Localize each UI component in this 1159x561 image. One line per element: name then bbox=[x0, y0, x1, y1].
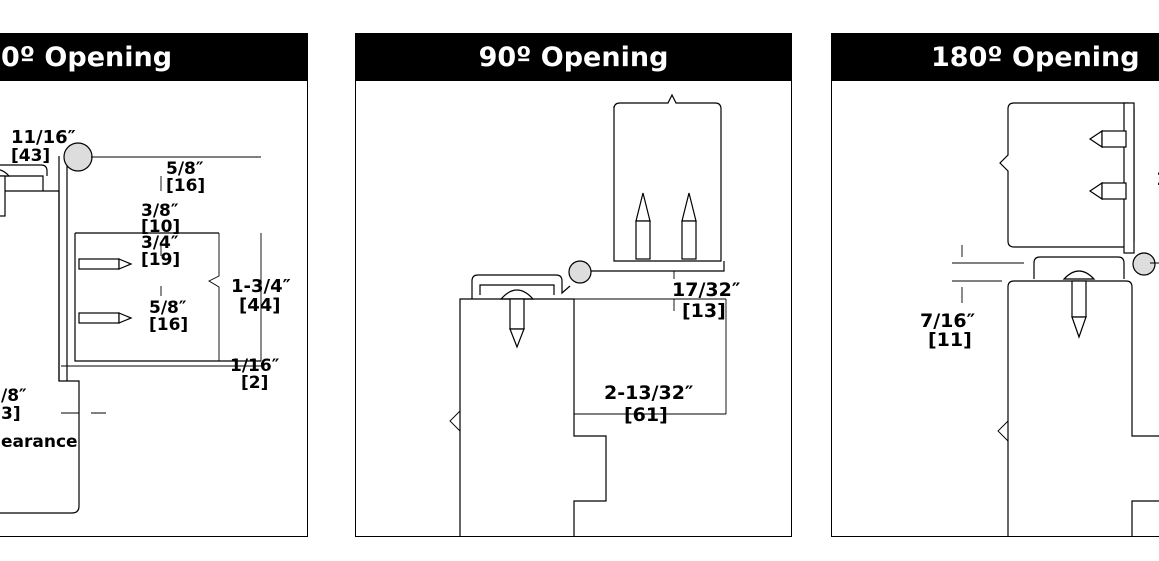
dim-label-19: [19] bbox=[141, 250, 180, 270]
dim-label-clearance-fraction: /8″ bbox=[1, 386, 27, 406]
screw-upper bbox=[78, 258, 133, 270]
panel-0-degree-opening: 0º Opening 11/16″ [43] 5/8 bbox=[0, 33, 308, 537]
panel-title: 0º Opening bbox=[0, 34, 307, 81]
dim-label-3-8: 3/8″ bbox=[141, 201, 179, 221]
dim-label-16: [16] bbox=[166, 176, 205, 196]
door-outline bbox=[74, 232, 261, 362]
hinge-knuckle bbox=[1132, 252, 1156, 276]
hinge-leaf-upper bbox=[588, 261, 725, 272]
screw-head bbox=[1062, 270, 1096, 280]
dim-label-clearance-metric: 3] bbox=[1, 404, 21, 424]
frame-outline bbox=[0, 190, 80, 514]
hinge-leaf-inner bbox=[479, 284, 555, 295]
dim-label-1-16: 1/16″ bbox=[230, 356, 280, 376]
upper-block-outline bbox=[613, 93, 722, 262]
panel-title: 90º Opening bbox=[356, 34, 791, 81]
frame-top bbox=[0, 175, 44, 191]
panel-180-degree-opening: 180º Opening 7/16″ [11] 1 bbox=[831, 33, 1159, 537]
hinge-leaf-top bbox=[0, 164, 48, 176]
screw-shank-left bbox=[0, 175, 6, 217]
dim-label-clearance: earance bbox=[1, 432, 78, 452]
dim-label-11-16: 11/16″ bbox=[11, 127, 76, 148]
screw-lower bbox=[78, 312, 133, 324]
hinge-leaf bbox=[1033, 256, 1125, 279]
dim-label-11: [11] bbox=[928, 329, 972, 351]
dim-7-16-lines bbox=[952, 245, 1024, 303]
hinge-diagram-0-degree: 11/16″ [43] 5/8″ [16] 3/8″ [10] 3/4″ [19… bbox=[0, 127, 291, 514]
lower-door-break bbox=[449, 410, 461, 432]
upper-screw-1 bbox=[1088, 129, 1127, 149]
door-break bbox=[208, 233, 220, 361]
dim-17-32-lines bbox=[574, 271, 726, 311]
dim-label-61: [61] bbox=[624, 404, 668, 426]
hinge-knuckle bbox=[568, 260, 592, 284]
screw-head-top bbox=[0, 169, 11, 177]
dim-label-2: [2] bbox=[241, 373, 268, 393]
dim-label-17-32: 17/32″ bbox=[672, 279, 741, 301]
screw-head-lower bbox=[499, 289, 535, 300]
panel-title: 180º Opening bbox=[832, 34, 1159, 81]
upper-screw-right bbox=[681, 192, 697, 260]
lower-door-break bbox=[997, 420, 1009, 442]
upper-screw-2 bbox=[1088, 181, 1127, 201]
hinge-diagram-180-degree: 7/16″ [11] 1 bbox=[920, 102, 1159, 536]
hinge-strip bbox=[1123, 102, 1135, 254]
dim-label-44: [44] bbox=[239, 295, 281, 316]
dim-label-13: [13] bbox=[682, 300, 726, 322]
hinge-leaf-lower bbox=[471, 274, 571, 299]
lower-door-outline bbox=[1007, 280, 1159, 536]
dim-label-43: [43] bbox=[11, 146, 50, 166]
dim-label-partial: 1 bbox=[1156, 169, 1159, 190]
dim-label-2-13-32: 2-13/32″ bbox=[604, 382, 694, 404]
dim-label-5-8: 5/8″ bbox=[166, 159, 204, 179]
dim-label-1-3-4: 1-3/4″ bbox=[231, 276, 291, 297]
dim-2-13-32-lines bbox=[574, 299, 727, 415]
lower-screw bbox=[1071, 280, 1087, 339]
lower-door-outline bbox=[459, 298, 607, 536]
upper-screw-left bbox=[635, 192, 651, 260]
dim-label-3-4: 3/4″ bbox=[141, 233, 179, 253]
lower-screw bbox=[509, 298, 525, 349]
panel-90-degree-opening: 90º Opening 17/32″ [13] 2-13/32″ bbox=[355, 33, 792, 537]
hinge-diagram-90-degree: 17/32″ [13] 2-13/32″ [61] bbox=[449, 93, 741, 536]
dim-label-16-lower: [16] bbox=[149, 315, 188, 335]
dim-label-7-16: 7/16″ bbox=[920, 310, 976, 332]
dim-label-10: [10] bbox=[141, 217, 180, 237]
upper-block-outline bbox=[999, 102, 1135, 248]
dim-label-5-8-lower: 5/8″ bbox=[149, 298, 187, 318]
